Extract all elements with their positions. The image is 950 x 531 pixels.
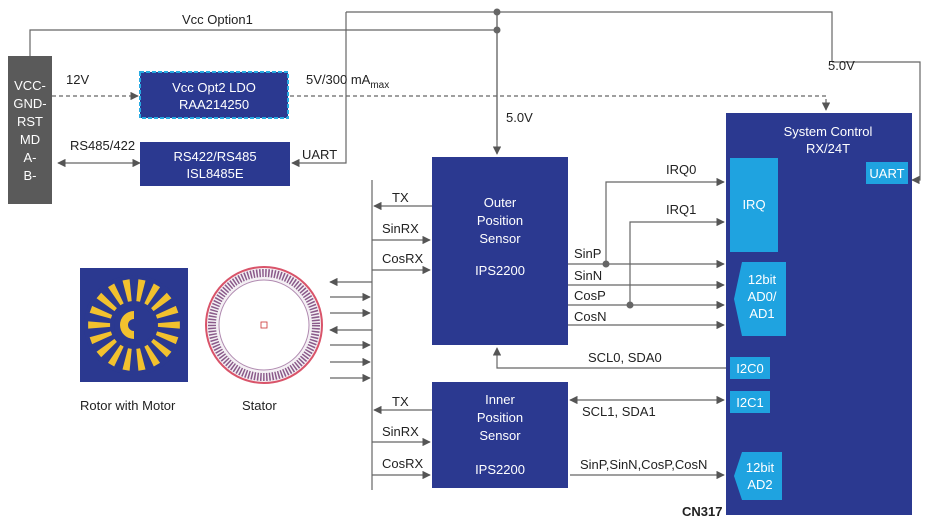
connector-line-2: GND- (13, 96, 46, 111)
inner-sensor-line-3: Sensor (479, 428, 521, 443)
connector-line-3: RST (17, 114, 43, 129)
rotor-spoke (144, 344, 161, 367)
uart-block (866, 162, 908, 184)
rotor-image (80, 268, 188, 382)
transceiver-block: RS422/RS485 ISL8485E (140, 142, 290, 186)
ldo-out-label: 5V/300 mAmax (306, 72, 389, 91)
ad2-block (734, 452, 782, 500)
ad-line-2: AD0/ (748, 289, 777, 304)
sinp-label: SinP (574, 246, 601, 261)
irq1-label: IRQ1 (666, 202, 696, 217)
uart-label: UART (302, 147, 337, 162)
rotor-spoke (122, 279, 132, 302)
stator-caption: Stator (242, 398, 277, 413)
i2c1-label: I2C1 (736, 395, 763, 410)
connector: VCC- GND- RST MD A- B- (8, 56, 52, 204)
ad2-line-1: 12bit (746, 460, 775, 475)
inner-sinrx: SinRX (382, 424, 419, 439)
rotor-spoke (89, 305, 113, 319)
ad-line-3: AD1 (749, 306, 774, 321)
irq0-label: IRQ0 (666, 162, 696, 177)
ad-block (734, 262, 786, 336)
rotor-spoke (96, 338, 117, 358)
outer-sensor-block: Outer Position Sensor IPS2200 (432, 157, 568, 345)
outer-sensor-line-1: Outer (484, 195, 517, 210)
outer-tx: TX (392, 190, 409, 205)
inner-out-label: SinP,SinN,CosP,CosN (580, 457, 707, 472)
uart-block-label: UART (869, 166, 904, 181)
rotor-spoke (144, 283, 161, 306)
inner-sensor-line-2: Position (477, 410, 523, 425)
outer-sensor-line-2: Position (477, 213, 523, 228)
rotor-spoke (89, 331, 113, 345)
irq-label: IRQ (742, 197, 765, 212)
outer-sensor-part: IPS2200 (475, 263, 525, 278)
inner-tx: TX (392, 394, 409, 409)
transceiver-line-2: ISL8485E (186, 166, 243, 181)
stator-image (205, 266, 323, 384)
ad2-line-2: AD2 (747, 477, 772, 492)
rotor-spoke (151, 292, 172, 312)
uart-wire (291, 12, 347, 168)
i2c1-block (730, 391, 770, 413)
inner-sensor-part: IPS2200 (475, 462, 525, 477)
ldo-out-wire (290, 95, 831, 111)
rotor-spoke (122, 348, 132, 371)
connector-line-6: B- (24, 168, 37, 183)
inner-cosrx: CosRX (382, 456, 424, 471)
i2c0-block (730, 357, 770, 379)
vcc-option1-label: Vcc Option1 (182, 12, 253, 27)
cosn-label: CosN (574, 309, 607, 324)
rotor-spoke (155, 305, 179, 319)
rotor-spoke (136, 348, 146, 371)
sys-title-2: RX/24T (806, 141, 850, 156)
connector-line-1: VCC- (14, 78, 46, 93)
board-id: CN317 (682, 504, 722, 519)
rotor-spoke (151, 338, 172, 358)
v5-mid-label: 5.0V (506, 110, 533, 125)
inner-sensor-block: Inner Position Sensor IPS2200 (432, 382, 568, 488)
rotor-spoke (96, 292, 117, 312)
rotor-spoke (157, 321, 180, 329)
ad-line-1: 12bit (748, 272, 777, 287)
sinn-label: SinN (574, 268, 602, 283)
v5-right-wire (832, 61, 921, 185)
rotor-spoke (155, 331, 179, 345)
i2c0-label: I2C0 (736, 361, 763, 376)
outer-sinrx: SinRX (382, 221, 419, 236)
rotor-spoke (107, 283, 124, 306)
v5-right-label: 5.0V (828, 58, 855, 73)
scl0-label: SCL0, SDA0 (588, 350, 662, 365)
transceiver-line-1: RS422/RS485 (173, 149, 256, 164)
outer-cosrx: CosRX (382, 251, 424, 266)
rotor-spoke (107, 344, 124, 367)
wires (29, 11, 921, 490)
junction-dots (493, 8, 634, 309)
v12-label: 12V (66, 72, 89, 87)
outer-sensor-line-3: Sensor (479, 231, 521, 246)
top-wire (346, 11, 833, 62)
labels: Vcc Option1 12V 5V/300 mAmax 5.0V 5.0V R… (66, 12, 855, 519)
system-control-block: System Control RX/24T IRQ UART 12bit AD0… (726, 113, 912, 515)
connector-line-5: A- (24, 150, 37, 165)
connector-line-4: MD (20, 132, 40, 147)
ldo-block: Vcc Opt2 LDO RAA214250 (139, 71, 289, 119)
rotor-spoke (88, 321, 111, 329)
sys-title-1: System Control (784, 124, 873, 139)
irq-block (730, 158, 778, 252)
rotor-spoke (136, 279, 146, 302)
rs485-label: RS485/422 (70, 138, 135, 153)
inner-sensor-line-1: Inner (485, 392, 515, 407)
rotor-caption: Rotor with Motor (80, 398, 176, 413)
cosp-label: CosP (574, 288, 606, 303)
scl1-label: SCL1, SDA1 (582, 404, 656, 419)
ldo-line-1: Vcc Opt2 LDO (172, 80, 256, 95)
ldo-line-2: RAA214250 (179, 97, 249, 112)
